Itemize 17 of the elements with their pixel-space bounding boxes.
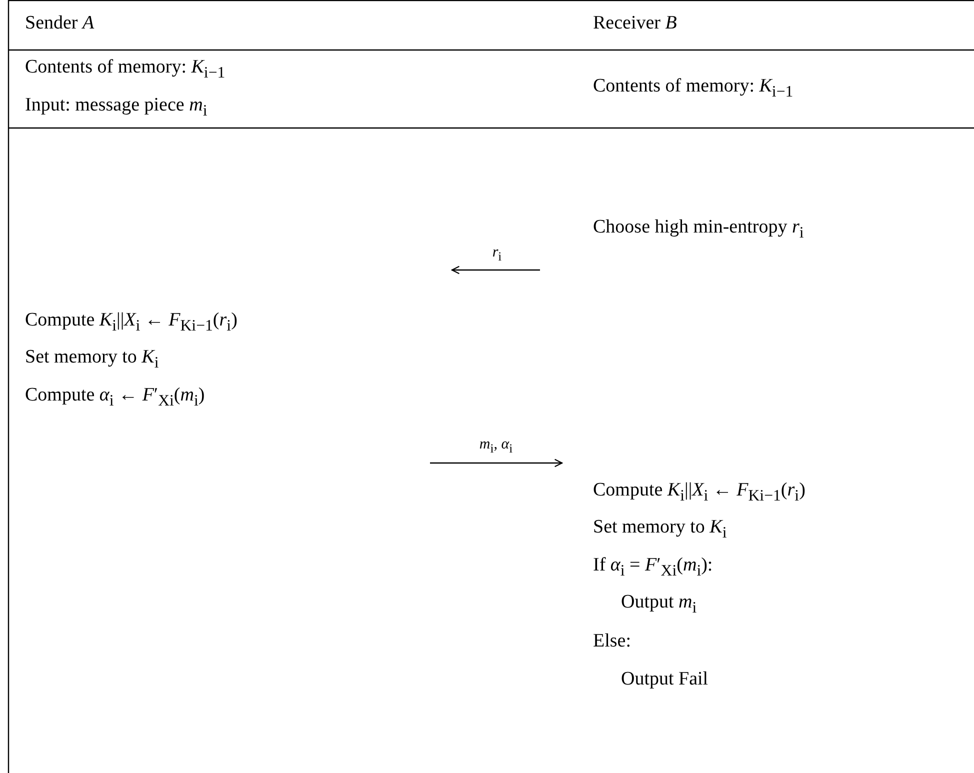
- column-header: Receiver B: [593, 12, 677, 36]
- protocol-step: Input: message piece m$_{i}$: [25, 94, 208, 122]
- protocol-step: Compute K$_{i}$||X$_{i}$ ← F$_{Ki−1}$(r$_{i}$): [593, 480, 806, 506]
- protocol-step: Contents of memory: K$_{i−1}$: [593, 76, 794, 102]
- column-header: Sender A: [25, 12, 94, 36]
- protocol-step: If α$_{i}$ = F′$_{Xi}$(m$_{i}$):: [593, 554, 713, 582]
- protocol-step: Compute α$_{i}$ ← F′$_{Xi}$(m$_{i}$): [25, 384, 205, 412]
- message-label: m$_{i}$, α$_{i}$: [479, 436, 513, 456]
- message-label: r$_{i}$: [492, 244, 502, 264]
- protocol-step: Else:: [593, 630, 631, 654]
- protocol-step: Choose high min-entropy r$_{i}$: [593, 216, 804, 244]
- protocol-step: Output Fail: [621, 668, 708, 692]
- protocol-step: Contents of memory: K$_{i−1}$: [25, 56, 226, 84]
- protocol-step: Set memory to K$_{i}$: [25, 346, 159, 374]
- protocol-step: Output m$_{i}$: [621, 592, 697, 618]
- protocol-step: Set memory to K$_{i}$: [593, 516, 727, 544]
- protocol-step: Compute K$_{i}$||X$_{i}$ ← F$_{Ki−1}$(r$_{i}$): [25, 310, 238, 336]
